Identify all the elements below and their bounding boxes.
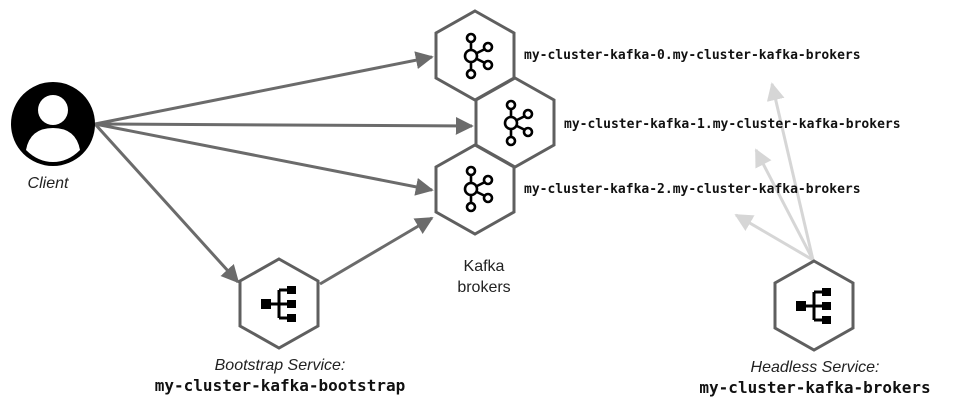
client-arrow-broker-1: [94, 116, 474, 135]
client-arrows: [93, 51, 474, 286]
headless-service: Headless Service: my-cluster-kafka-broke…: [699, 259, 931, 397]
client-arrow-broker-0: [94, 51, 434, 126]
bootstrap-arrow-broker-2: [319, 216, 434, 286]
broker-1-hostname: my-cluster-kafka-1.my-cluster-kafka-brok…: [564, 117, 901, 132]
broker-0: my-cluster-kafka-0.my-cluster-kafka-brok…: [434, 9, 861, 102]
client-node: Client: [11, 82, 95, 192]
headless-arrow-broker-0: [766, 82, 815, 261]
kafka-label-line2: brokers: [457, 279, 510, 296]
client-label: Client: [28, 175, 69, 192]
headless-service-arrows: [734, 82, 815, 262]
broker-2: my-cluster-kafka-2.my-cluster-kafka-brok…: [434, 143, 861, 236]
kafka-label-line1: Kafka: [464, 258, 505, 275]
broker-2-hostname: my-cluster-kafka-2.my-cluster-kafka-brok…: [524, 182, 861, 197]
client-arrow-broker-2: [94, 122, 434, 196]
headless-arrow-broker-1: [754, 148, 815, 261]
bootstrap-service: Bootstrap Service: my-cluster-kafka-boot…: [155, 257, 405, 395]
headless-arrow-broker-2: [734, 213, 814, 262]
client-arrow-bootstrap: [93, 122, 240, 284]
kafka-brokers-label: Kafka brokers: [457, 258, 510, 296]
headless-service-name: my-cluster-kafka-brokers: [699, 378, 930, 397]
bootstrap-service-name: my-cluster-kafka-bootstrap: [155, 376, 405, 395]
bootstrap-service-title: Bootstrap Service:: [215, 357, 346, 374]
headless-service-title: Headless Service:: [751, 359, 880, 376]
broker-1: my-cluster-kafka-1.my-cluster-kafka-brok…: [474, 76, 901, 169]
broker-0-hostname: my-cluster-kafka-0.my-cluster-kafka-brok…: [524, 48, 861, 63]
